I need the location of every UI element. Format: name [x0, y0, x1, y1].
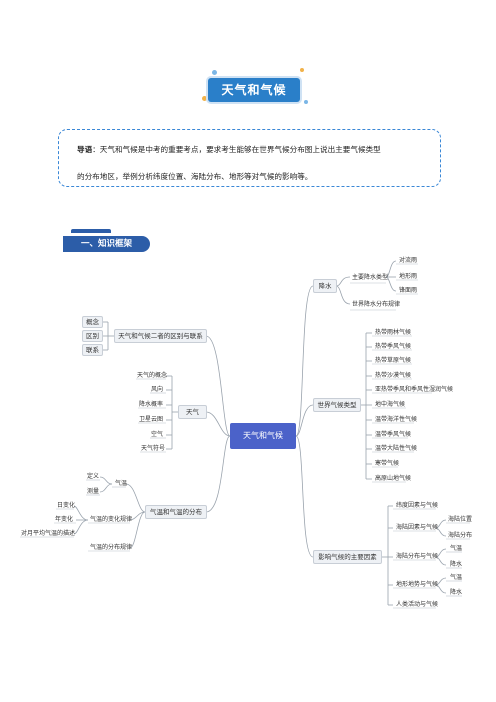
factor-terrain: 地形地势与气候	[396, 581, 439, 588]
decor-dot-icon	[300, 68, 304, 72]
factor-sea-land: 海陆因素与气候	[396, 524, 439, 531]
temp-distribution: 气温的分布规律	[90, 544, 133, 551]
factor-latitude: 纬度因素与气候	[396, 502, 439, 509]
temp-change-item: 对月平均气温的描述	[21, 530, 76, 537]
temp-change: 气温的变化规律	[90, 516, 133, 523]
weather-item: 卫星云图	[139, 416, 164, 423]
decor-dot-icon	[212, 70, 217, 75]
climate-type: 温带海洋性气候	[375, 416, 418, 423]
branch-weather-climate-diff: 天气和气候二者的区别与联系	[114, 329, 207, 343]
weather-item: 天气的概念	[137, 372, 168, 379]
mindmap-root: 天气和气候	[230, 423, 296, 449]
branch-climate-types: 世界气候类型	[313, 398, 361, 412]
temp-change-item: 日变化	[57, 502, 76, 509]
climate-type: 热带沙漠气候	[375, 372, 412, 379]
precip-type-3: 锋面雨	[399, 287, 418, 294]
climate-type: 热带草原气候	[375, 357, 412, 364]
precip-distribution: 世界降水分布规律	[352, 301, 401, 308]
climate-type: 热带季风气候	[375, 343, 412, 350]
section-tab-decor	[71, 229, 111, 233]
factor-terrain-item: 降水	[450, 589, 463, 596]
factor-terrain-item: 气温	[450, 574, 463, 581]
factor-distribution-item: 气温	[450, 545, 463, 552]
branch-temperature: 气温和气温的分布	[145, 505, 207, 519]
temp-change-item: 年变化	[55, 516, 74, 523]
title-decor	[200, 68, 308, 110]
precip-type-1: 对流雨	[399, 257, 418, 264]
intro-text-2: 的分布地区，举例分析纬度位置、海陆分布、地形等对气候的影响等。	[77, 172, 313, 181]
weather-item: 风向	[151, 386, 164, 393]
factor-distribution: 海陆分布与气候	[396, 553, 439, 560]
decor-dot-icon	[304, 100, 308, 104]
precip-type-2: 地形雨	[399, 273, 418, 280]
climate-type: 温带大陆性气候	[375, 445, 418, 452]
temp-sub-item: 测量	[87, 488, 100, 495]
factor-sea-land-item: 海陆分布	[448, 532, 473, 539]
weather-item: 降水概率	[139, 401, 164, 408]
decor-dot-icon	[202, 96, 207, 101]
diff-item: 区别	[82, 330, 103, 342]
intro-label: 导语	[77, 145, 93, 154]
intro-text-1: ：天气和气候是中考的重要考点，要求考生能够在世界气候分布图上说出主要气候类型	[92, 145, 381, 154]
diff-item: 联系	[82, 344, 103, 356]
climate-type: 亚热带季风和季风性湿润气候	[375, 386, 454, 393]
factor-distribution-item: 降水	[450, 561, 463, 568]
intro-line-1: 导语：天气和气候是中考的重要考点，要求考生能够在世界气候分布图上说出主要气候类型	[77, 145, 381, 155]
factor-human: 人类活动与气候	[396, 601, 439, 608]
temp-sub-item: 定义	[87, 473, 100, 480]
branch-weather: 天气	[178, 405, 207, 419]
climate-type: 地中海气候	[375, 401, 406, 408]
branch-climate-factors: 影响气候的主要因素	[313, 550, 382, 564]
temp-sub: 气温	[115, 480, 128, 487]
weather-item: 空气	[151, 431, 164, 438]
page-title: 天气和气候	[208, 78, 300, 102]
climate-type: 高原山地气候	[375, 475, 412, 482]
climate-type: 寒带气候	[375, 460, 400, 467]
climate-type: 温带季风气候	[375, 431, 412, 438]
factor-sea-land-item: 海陆位置	[448, 516, 473, 523]
diff-item: 概念	[82, 316, 103, 328]
precip-types: 主要降水类型	[352, 274, 389, 281]
weather-item: 天气符号	[141, 445, 166, 452]
section-header: 一、知识框架	[63, 236, 150, 252]
climate-type: 热带雨林气候	[375, 329, 412, 336]
branch-precipitation: 降水	[313, 279, 337, 293]
intro-box: 导语：天气和气候是中考的重要考点，要求考生能够在世界气候分布图上说出主要气候类型…	[58, 129, 441, 187]
